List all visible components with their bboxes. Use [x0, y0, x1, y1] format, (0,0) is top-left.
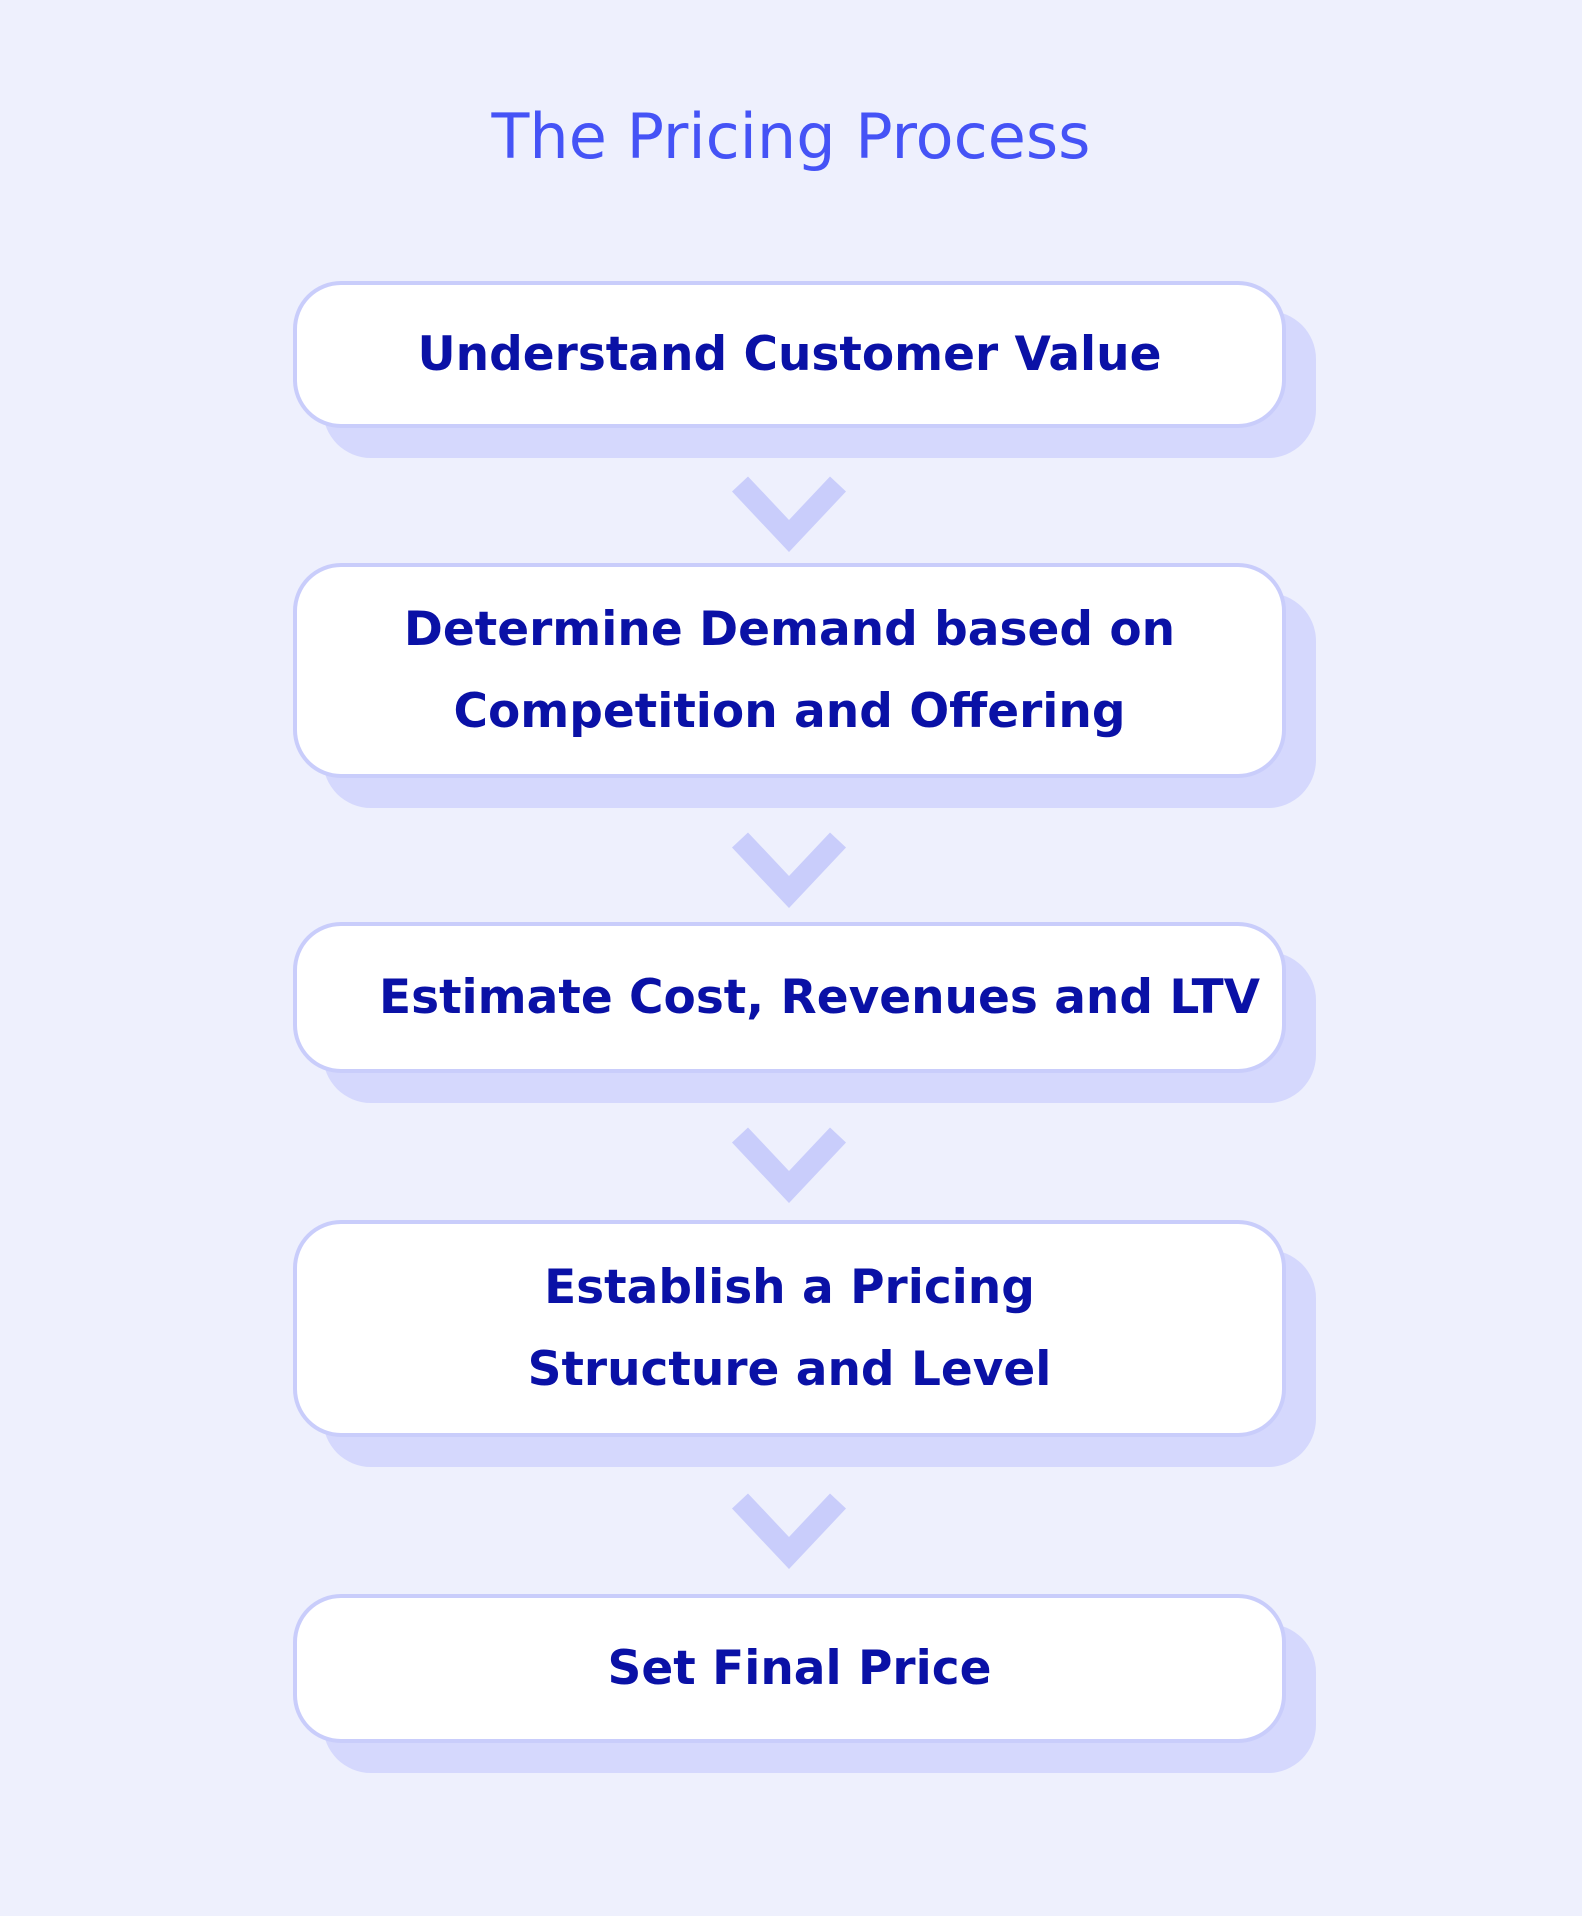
chevron-down-icon	[731, 1127, 847, 1203]
step-label: Estimate Cost, Revenues and LTV	[379, 969, 1260, 1025]
step-card: Estimate Cost, Revenues and LTV	[293, 922, 1286, 1073]
diagram-title: The Pricing Process	[491, 100, 1091, 173]
step-understand-customer-value: Understand Customer Value	[293, 281, 1316, 458]
step-set-final-price: Set Final Price	[293, 1594, 1316, 1773]
step-card: Determine Demand based on Competition an…	[293, 563, 1286, 778]
step-card: Understand Customer Value	[293, 281, 1286, 428]
chevron-down-icon	[731, 476, 847, 552]
step-label: Establish a Pricing Structure and Level	[527, 1259, 1052, 1397]
step-label: Set Final Price	[607, 1640, 992, 1696]
step-label: Understand Customer Value	[417, 326, 1162, 382]
step-establish-pricing-structure: Establish a Pricing Structure and Level	[293, 1220, 1316, 1467]
step-determine-demand: Determine Demand based on Competition an…	[293, 563, 1316, 808]
step-label: Determine Demand based on Competition an…	[403, 601, 1176, 739]
chevron-down-icon	[731, 1493, 847, 1569]
step-card: Set Final Price	[293, 1594, 1286, 1743]
chevron-down-icon	[731, 832, 847, 908]
step-estimate-cost: Estimate Cost, Revenues and LTV	[293, 922, 1316, 1103]
step-card: Establish a Pricing Structure and Level	[293, 1220, 1286, 1437]
